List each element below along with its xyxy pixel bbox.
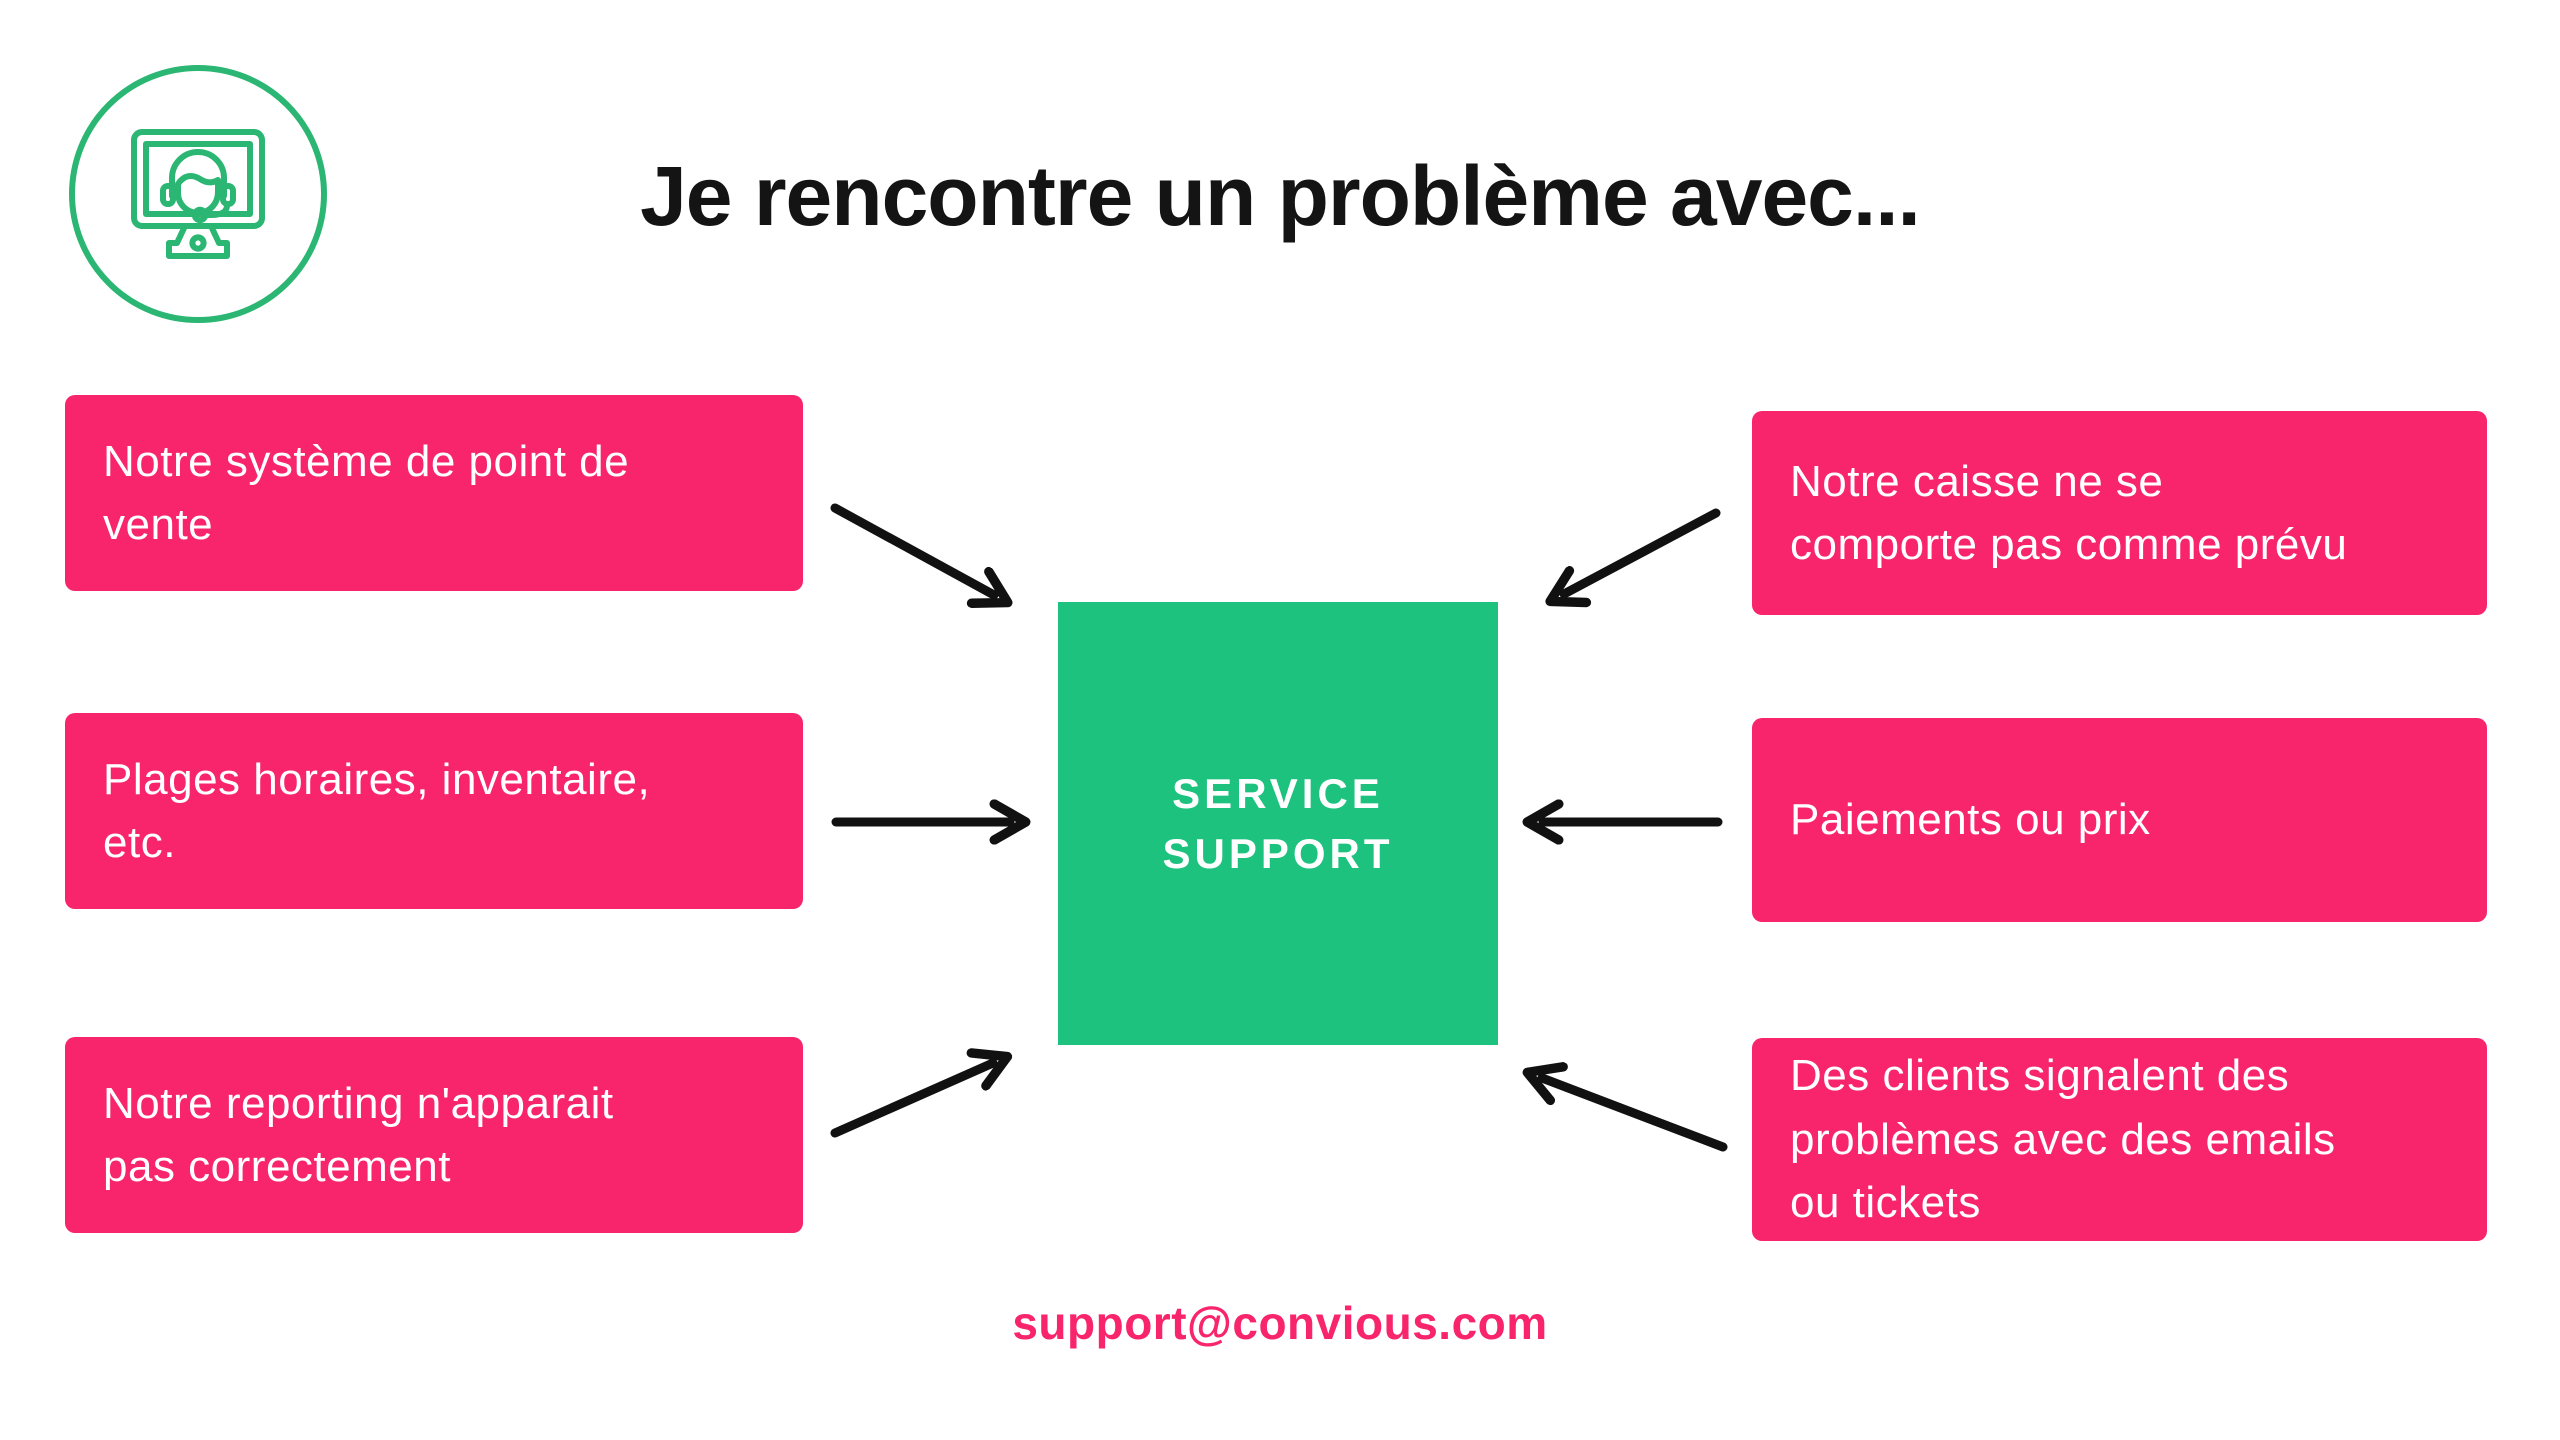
- card-label: Paiements ou prix: [1790, 795, 2151, 845]
- card-pos-system: Notre système de point de vente: [65, 395, 803, 591]
- card-label: Des clients signalent des problèmes avec…: [1790, 1051, 2336, 1228]
- arrow-top-left: [830, 503, 994, 595]
- card-label: Notre reporting n'apparait pas correctem…: [103, 1078, 614, 1191]
- support-agent-monitor-icon: [131, 129, 265, 259]
- arrow-bottom-left: [830, 1063, 993, 1138]
- card-checkout-behavior: Notre caisse ne se comporte pas comme pr…: [1752, 411, 2487, 615]
- card-label: Plages horaires, inventaire, etc.: [103, 754, 651, 867]
- card-client-emails-tickets: Des clients signalent des problèmes avec…: [1752, 1038, 2487, 1241]
- arrow-top-right: [1564, 508, 1721, 594]
- hub-label: SERVICE SUPPORT: [1162, 769, 1394, 877]
- card-label: Notre système de point de vente: [103, 436, 630, 549]
- card-reporting: Notre reporting n'apparait pas correctem…: [65, 1037, 803, 1233]
- support-badge: [69, 65, 327, 323]
- page-title: Je rencontre un problème avec...: [640, 149, 1921, 243]
- card-timeslots-inventory: Plages horaires, inventaire, etc.: [65, 713, 803, 909]
- card-payments-prices: Paiements ou prix: [1752, 718, 2487, 922]
- support-email: support@convious.com: [1012, 1297, 1548, 1349]
- arrow-bottom-right: [1542, 1078, 1728, 1152]
- card-label: Notre caisse ne se comporte pas comme pr…: [1790, 456, 2348, 569]
- service-support-hub: SERVICE SUPPORT: [1058, 602, 1498, 1045]
